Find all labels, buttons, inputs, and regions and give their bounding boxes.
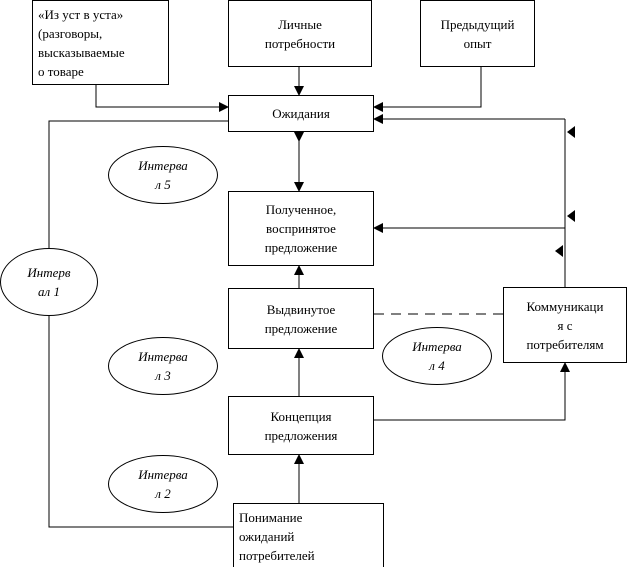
word-of-mouth-box: «Из уст в уста» (разговоры, высказываемы… [32, 0, 169, 85]
promoted-offer-label: Выдвинутое предложение [264, 301, 338, 336]
interval-5-oval: Интерва л 5 [108, 146, 218, 204]
interval-4-oval: Интерва л 4 [382, 327, 492, 385]
perceived-offer-box: Полученное, воспринятое предложение [228, 191, 374, 266]
arrowhead-mark [567, 126, 575, 138]
word-of-mouth-label: «Из уст в уста» (разговоры, высказываемы… [38, 7, 125, 79]
past-experience-box: Предыдущий опыт [420, 0, 535, 67]
perceived-offer-label: Полученное, воспринятое предложение [264, 202, 338, 255]
communications-label: Коммуникаци я с потребителям [526, 298, 604, 352]
offer-concept-label: Концепция предложения [264, 408, 338, 443]
arrowhead-mark [555, 245, 563, 257]
understanding-label: Понимание ожиданий потребителей [239, 510, 315, 563]
connector-understanding-to-expectations [48, 120, 233, 528]
past-experience-label: Предыдущий опыт [440, 16, 515, 51]
promoted-offer-box: Выдвинутое предложение [228, 288, 374, 349]
interval-5-label: Интерва л 5 [138, 158, 188, 192]
communications-box: Коммуникаци я с потребителям [503, 287, 627, 363]
interval-1-oval: Интерв ал 1 [0, 248, 98, 316]
connector-concept-to-communications [374, 362, 570, 421]
interval-3-oval: Интерва л 3 [108, 337, 218, 395]
personal-needs-box: Личные потребности [228, 0, 372, 67]
expectations-box: Ожидания [228, 95, 374, 132]
interval-2-label: Интерва л 2 [138, 467, 188, 501]
understanding-box: Понимание ожиданий потребителей [233, 503, 384, 567]
offer-concept-box: Концепция предложения [228, 396, 374, 455]
personal-needs-label: Личные потребности [264, 16, 336, 51]
arrowhead-mark [567, 210, 575, 222]
expectations-label: Ожидания [272, 106, 330, 121]
interval-3-label: Интерва л 3 [138, 349, 188, 383]
connector-experience-to-expectations [373, 67, 482, 112]
interval-1-label: Интерв ал 1 [27, 265, 71, 299]
connector-word-of-mouth-to-expectations [95, 85, 229, 112]
interval-4-label: Интерва л 4 [412, 339, 462, 373]
interval-2-oval: Интерва л 2 [108, 455, 218, 513]
